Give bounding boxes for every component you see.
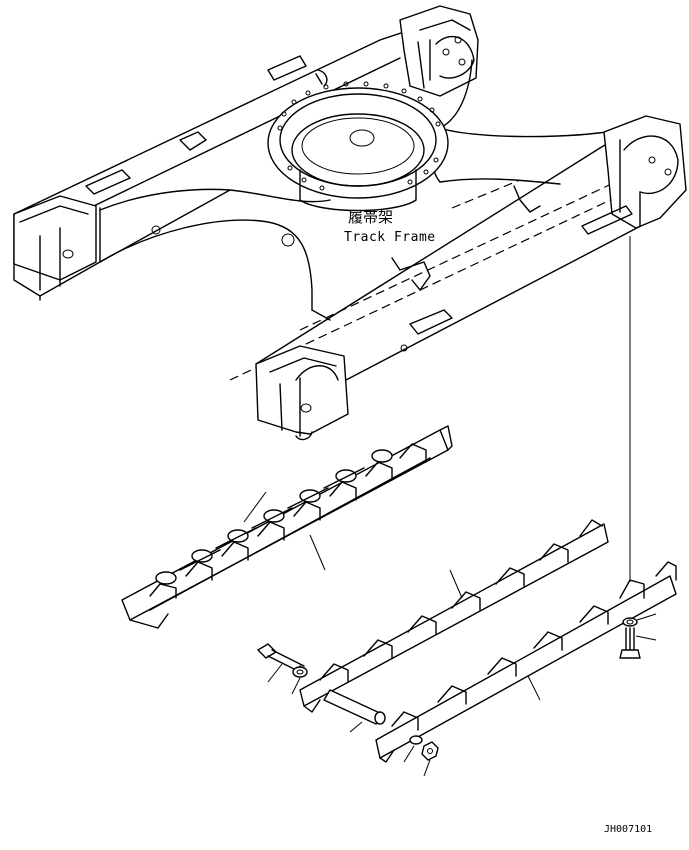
leader-guard-middle bbox=[449, 569, 463, 599]
leader-spacer bbox=[349, 721, 363, 733]
leader-bolt-long bbox=[267, 663, 283, 683]
drawing-code: JH007101 bbox=[604, 824, 652, 835]
swing-circle-bolts bbox=[277, 81, 441, 191]
track-frame-label: 履帯架 Track Frame bbox=[344, 208, 436, 245]
washer-lower bbox=[409, 735, 423, 745]
leader-guard-upper bbox=[309, 534, 326, 571]
leader-roller bbox=[243, 491, 267, 523]
spacer-pipe bbox=[323, 689, 386, 725]
track-frame bbox=[13, 5, 687, 441]
leader-washer-right bbox=[636, 613, 657, 621]
bolt-right bbox=[619, 627, 641, 659]
nut-upper bbox=[292, 666, 308, 678]
leader-washer-lower bbox=[403, 745, 415, 763]
track-guard-upper bbox=[121, 425, 453, 629]
leader-guard-lower bbox=[527, 675, 541, 701]
washer-right bbox=[622, 617, 638, 627]
label-japanese: 履帯架 bbox=[348, 208, 393, 226]
label-english: Track Frame bbox=[344, 230, 436, 245]
leader-nut-upper bbox=[291, 677, 301, 695]
track-guard-middle bbox=[299, 519, 609, 713]
nut-lower bbox=[421, 741, 439, 761]
track-guard-lower bbox=[375, 561, 677, 763]
leader-nut-lower bbox=[423, 759, 431, 777]
leader-bolt-right bbox=[635, 635, 657, 641]
